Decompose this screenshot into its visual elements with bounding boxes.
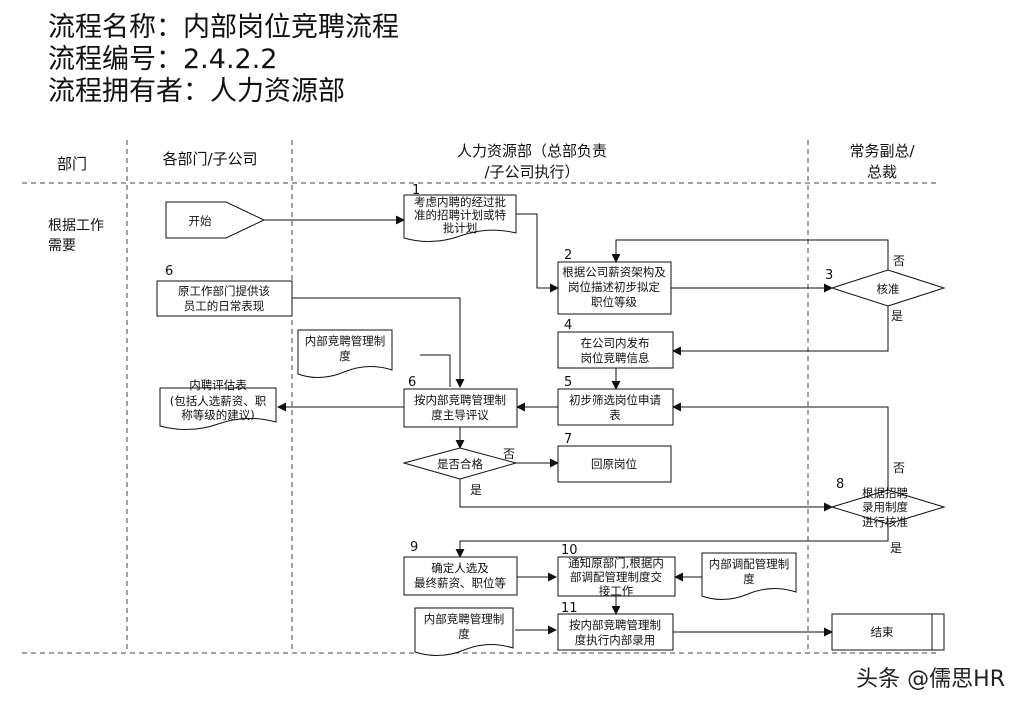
step-1-text-line2: 准的招聘计划或特	[414, 208, 506, 222]
step-9-text-line1: 确定人选及	[431, 561, 489, 575]
evaluation-form-document: 内聘评估表 (包括人选薪资、职 称等级的建议)	[159, 378, 277, 430]
step-5-text-line2: 表	[609, 408, 621, 422]
rules-document-1-line2: 度	[339, 349, 351, 363]
step-6-branch-number: 6	[165, 264, 173, 279]
lane-title-exec-line1: 常务副总/	[849, 142, 915, 160]
lane-title-branch: 各部门/子公司	[162, 150, 257, 168]
start-label: 开始	[189, 214, 212, 228]
lane-title-exec-line2: 总裁	[867, 163, 897, 181]
step-3-number: 3	[825, 268, 833, 283]
step-3-label: 核准	[877, 282, 900, 296]
rules-document-1: 内部竞聘管理制 度	[297, 329, 393, 378]
step-4-text-line1: 在公司内发布	[581, 336, 650, 350]
evaluation-form-line3: 称等级的建议)	[181, 408, 255, 422]
step-6-hr-box: 6 按内部竞聘管理制 度主导评议	[403, 375, 518, 428]
step-6-branch-text-line2: 员工的日常表现	[184, 299, 265, 313]
step-4-box: 4 在公司内发布 岗位竞聘信息	[557, 318, 674, 369]
connectors	[264, 213, 889, 637]
start-node: 开始	[165, 201, 266, 239]
step-6-branch-box: 6 原工作部门提供该 员工的日常表现	[156, 264, 293, 317]
end-label: 结束	[871, 625, 894, 639]
watermark-text: 头条 @儒思HR	[856, 667, 1005, 692]
step-6-branch-text-line1: 原工作部门提供该	[178, 284, 270, 298]
step-1-number: 1	[412, 183, 420, 198]
step-8-number: 8	[836, 477, 844, 492]
step-11-number: 11	[561, 601, 578, 616]
step-8-text-line2: 录用制度	[862, 500, 908, 514]
qualified-label: 是否合格	[437, 457, 483, 471]
step-11-text-line1: 按内部竞聘管理制	[569, 618, 661, 632]
lane-title-hr-line1: 人力资源部（总部负责	[457, 142, 607, 160]
rules-document-2-line1: 内部竞聘管理制	[424, 612, 505, 626]
step-9-text-line2: 最终薪资、职位等	[414, 576, 506, 590]
end-node: 结束	[831, 613, 945, 651]
rules-document-2-line2: 度	[458, 627, 470, 641]
process-number: 流程编号：2.4.2.2	[48, 44, 278, 75]
step-11-text-line2: 度执行内部录用	[575, 633, 656, 647]
step-1-text-line3: 批计划	[443, 221, 478, 235]
step-1-text-line1: 考虑内聘的经过批	[414, 195, 506, 209]
step-5-number: 5	[564, 375, 572, 390]
step-10-text-line1: 通知原部门,根据内	[568, 556, 664, 570]
step-9-number: 9	[410, 540, 418, 555]
qualified-yes-label: 是	[470, 483, 482, 497]
transfer-rules-line2: 度	[743, 572, 755, 586]
step-3-no-label: 否	[893, 254, 905, 268]
step-3-yes-label: 是	[891, 309, 903, 323]
step-8-text-line1: 根据招聘	[862, 486, 908, 500]
step-5-text-line1: 初步筛选岗位申请	[569, 393, 661, 407]
step-9-box: 9 确定人选及 最终薪资、职位等	[403, 540, 518, 596]
evaluation-form-line2: (包括人选薪资、职	[170, 394, 267, 408]
step-7-label: 回原岗位	[591, 457, 637, 471]
transfer-rules-line1: 内部调配管理制	[709, 557, 790, 571]
step-3-decision: 3 核准 否 是	[825, 254, 946, 323]
process-owner: 流程拥有者：人力资源部	[48, 76, 345, 107]
step-2-number: 2	[564, 248, 572, 263]
step-7-number: 7	[564, 432, 572, 447]
step-8-text-line3: 进行核准	[862, 515, 908, 529]
step-11-box: 11 按内部竞聘管理制 度执行内部录用	[557, 601, 674, 651]
step-6-hr-text-line2: 度主导评议	[431, 408, 489, 422]
step-10-number: 10	[561, 543, 578, 558]
step-7-box: 7 回原岗位	[557, 432, 672, 483]
process-name-title: 流程名称：内部岗位竞聘流程	[48, 12, 399, 43]
step-8-no-label: 否	[893, 461, 905, 475]
step-10-text-line2: 部调配管理制度交	[570, 570, 662, 584]
step-4-text-line2: 岗位竞聘信息	[581, 351, 650, 365]
trigger-text-line2: 需要	[48, 238, 76, 254]
qualified-decision: 是否合格 否 是	[402, 447, 518, 497]
step-10-text-line3: 接工作	[599, 584, 634, 598]
step-2-text-line2: 岗位描述初步拟定	[568, 280, 660, 294]
rules-document-1-line1: 内部竞聘管理制	[305, 334, 386, 348]
step-2-text-line3: 职位等级	[591, 295, 637, 309]
lane-title-department: 部门	[57, 155, 87, 173]
step-2-text-line1: 根据公司薪资架构及	[562, 265, 666, 279]
step-8-yes-label: 是	[890, 541, 902, 555]
step-2-box: 2 根据公司薪资架构及 岗位描述初步拟定 职位等级	[557, 248, 672, 315]
step-6-hr-number: 6	[408, 375, 416, 390]
qualified-no-label: 否	[503, 447, 515, 461]
lane-title-hr-line2: /子公司执行）	[484, 163, 579, 181]
step-8-decision: 8 根据招聘 录用制度 进行核准 否 是	[830, 461, 946, 555]
rules-document-2: 内部竞聘管理制 度	[414, 607, 514, 656]
evaluation-form-line1: 内聘评估表	[189, 378, 247, 392]
swimlane-grid	[22, 140, 940, 654]
transfer-rules-document: 内部调配管理制 度	[701, 552, 797, 600]
step-10-box: 10 通知原部门,根据内 部调配管理制度交 接工作	[557, 543, 676, 598]
step-4-number: 4	[564, 318, 572, 333]
step-1-document: 1 考虑内聘的经过批 准的招聘计划或特 批计划	[403, 183, 517, 242]
trigger-text-line1: 根据工作	[48, 218, 104, 234]
step-5-box: 5 初步筛选岗位申请 表	[557, 375, 674, 426]
step-6-hr-text-line1: 按内部竞聘管理制	[414, 393, 506, 407]
